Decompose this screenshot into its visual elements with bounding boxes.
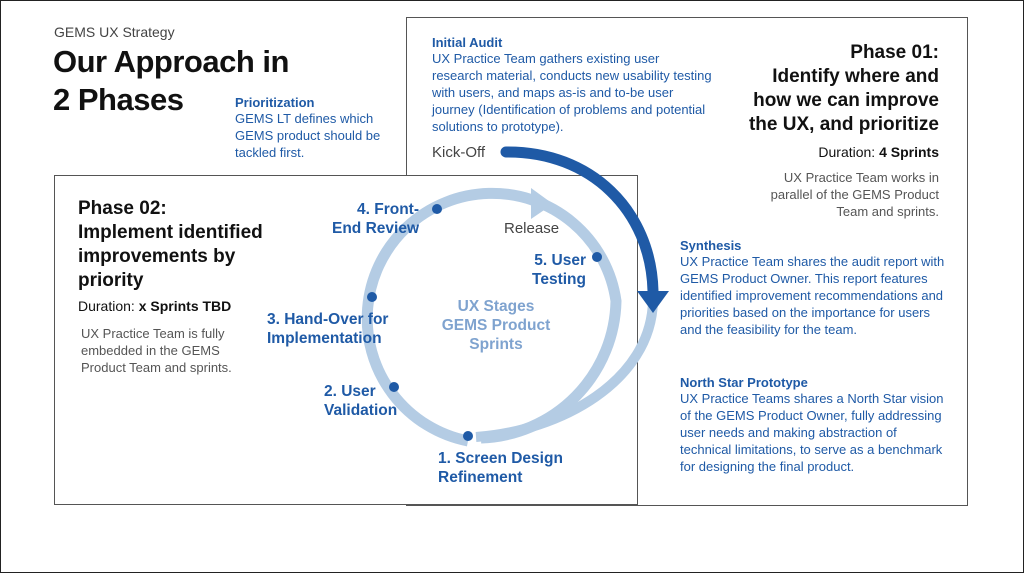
stage-label: Validation — [324, 402, 398, 419]
phase02-duration: Duration: x Sprints TBD — [78, 298, 231, 314]
duration-value: x Sprints TBD — [138, 298, 232, 314]
north-star-text: UX Practice Teams shares a North Star vi… — [680, 391, 944, 474]
title-line: Our Approach in — [53, 44, 289, 79]
title-line: Implement identified — [78, 222, 263, 243]
north-star: North Star Prototype UX Practice Teams s… — [680, 375, 950, 475]
kickoff-arrow — [500, 146, 659, 297]
center-line: GEMS Product — [441, 317, 551, 334]
page-title: Our Approach in 2 Phases — [53, 43, 289, 119]
center-line: Sprints — [469, 336, 523, 353]
duration-label: Duration: — [78, 298, 135, 314]
phase01-mask — [638, 241, 958, 501]
phase02-box — [54, 175, 638, 505]
title-line: the UX, and prioritize — [748, 114, 939, 135]
title-line: improvements by — [78, 246, 236, 267]
phase01-title: Phase 01: Identify where and how we can … — [749, 41, 939, 137]
phase01-duration: Duration: 4 Sprints — [818, 144, 939, 160]
prioritization: Prioritization GEMS LT defines which GEM… — [235, 95, 405, 161]
stage-label: Testing — [532, 271, 586, 288]
phase01-note: UX Practice Team works in parallel of th… — [770, 170, 939, 219]
cycle-center-label: UX Stages GEMS Product Sprints — [431, 297, 561, 354]
stage-label: 3. Hand-Over for — [267, 311, 389, 328]
prioritization-title: Prioritization — [235, 95, 315, 110]
cycle-ring — [361, 187, 622, 447]
initial-audit: Initial Audit UX Practice Team gathers e… — [432, 35, 712, 135]
title-line: how we can improve — [753, 90, 939, 111]
stage-label: Refinement — [438, 469, 523, 486]
stage-4: 4. Front- End Review — [329, 200, 419, 238]
phase02-note: UX Practice Team is fully embedded in th… — [81, 326, 232, 375]
title-line: Identify where and — [772, 66, 939, 87]
duration-label: Duration: — [818, 144, 876, 160]
cycle-arrowhead — [531, 188, 553, 219]
kickoff-label: Kick-Off — [432, 144, 486, 161]
duration-value: 4 Sprints — [879, 144, 939, 160]
release-label: Release — [504, 220, 560, 237]
stage-dot-3 — [367, 292, 377, 302]
prioritization-text: GEMS LT defines which GEMS product shoul… — [235, 111, 381, 160]
title-line: Phase 01: — [850, 42, 939, 63]
stage-dot-2 — [389, 382, 399, 392]
stage-dot-4 — [432, 204, 442, 214]
kickoff-arrowhead — [637, 291, 669, 313]
title-line: Phase 02: — [78, 198, 167, 219]
stage-label: 2. User — [324, 383, 376, 400]
synthesis: Synthesis UX Practice Team shares the au… — [680, 238, 950, 338]
subtitle: GEMS UX Strategy — [54, 24, 175, 40]
stage-dot-5 — [592, 252, 602, 262]
stage-label: 5. User — [534, 252, 586, 269]
stage-dot-1 — [463, 431, 473, 441]
stage-label: 1. Screen Design — [438, 450, 563, 467]
cycle-spiral — [475, 300, 658, 442]
initial-audit-text: UX Practice Team gathers existing user r… — [432, 51, 712, 134]
stage-label: End Review — [332, 220, 419, 237]
synthesis-text: UX Practice Team shares the audit report… — [680, 254, 945, 337]
stage-label: 4. Front- — [357, 201, 419, 218]
title-line: 2 Phases — [53, 82, 184, 117]
phase02-title: Phase 02: Implement identified improveme… — [78, 197, 263, 293]
stage-label: Implementation — [267, 330, 382, 347]
north-star-title: North Star Prototype — [680, 375, 808, 390]
initial-audit-title: Initial Audit — [432, 35, 503, 50]
synthesis-title: Synthesis — [680, 238, 742, 253]
center-line: UX Stages — [457, 298, 535, 315]
title-line: priority — [78, 270, 144, 291]
